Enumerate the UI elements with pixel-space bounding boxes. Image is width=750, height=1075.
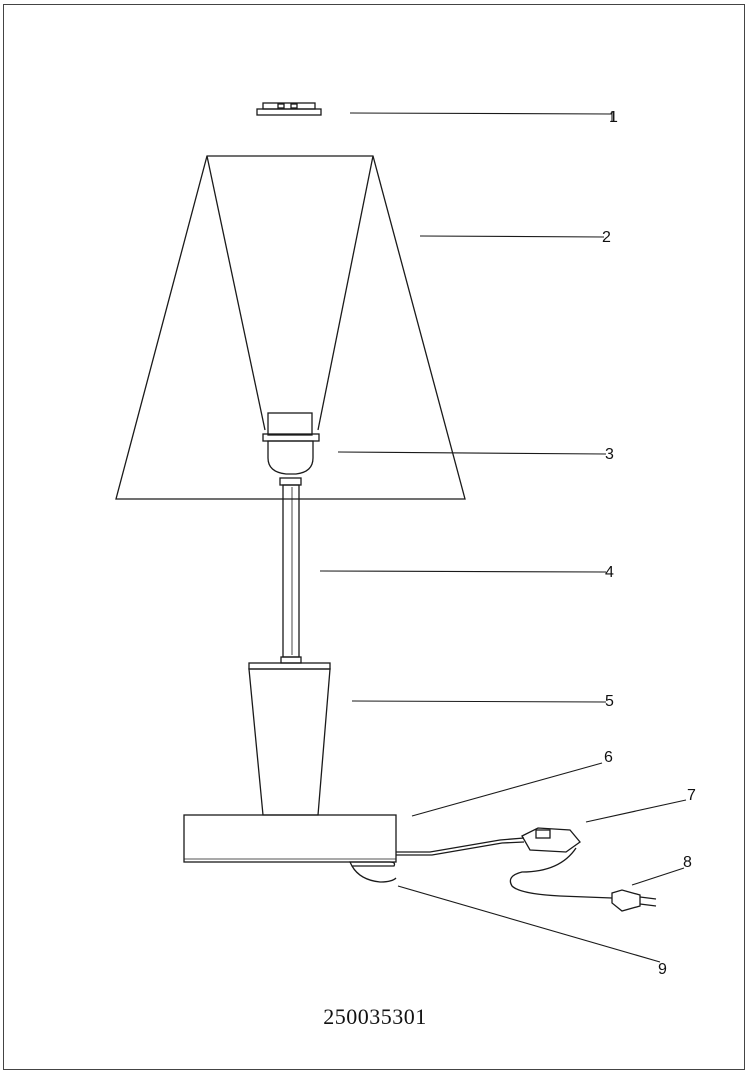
part-4-stem xyxy=(279,477,302,664)
part-8-plug xyxy=(611,889,657,912)
part-5-tapered-body xyxy=(248,662,331,816)
part-9-cord-loop xyxy=(351,865,397,883)
callout-4: 4 xyxy=(605,564,614,581)
part-3-socket xyxy=(262,412,320,475)
callout-2: 2 xyxy=(602,229,611,246)
page-frame xyxy=(3,4,745,1070)
part-6-base xyxy=(183,814,397,867)
callout-6: 6 xyxy=(604,749,613,766)
leader-lines xyxy=(319,111,687,963)
callout-5: 5 xyxy=(605,693,614,710)
callout-7: 7 xyxy=(687,787,696,804)
part-2-lampshade xyxy=(115,155,466,500)
part-1-top-plate xyxy=(256,102,322,116)
part-code-label: 250035301 xyxy=(323,1004,427,1029)
callout-9: 9 xyxy=(658,961,667,978)
part-7-cord-switch xyxy=(396,827,613,899)
callout-3: 3 xyxy=(605,446,614,463)
callout-1: 1 xyxy=(609,109,618,126)
callout-8: 8 xyxy=(683,854,692,871)
